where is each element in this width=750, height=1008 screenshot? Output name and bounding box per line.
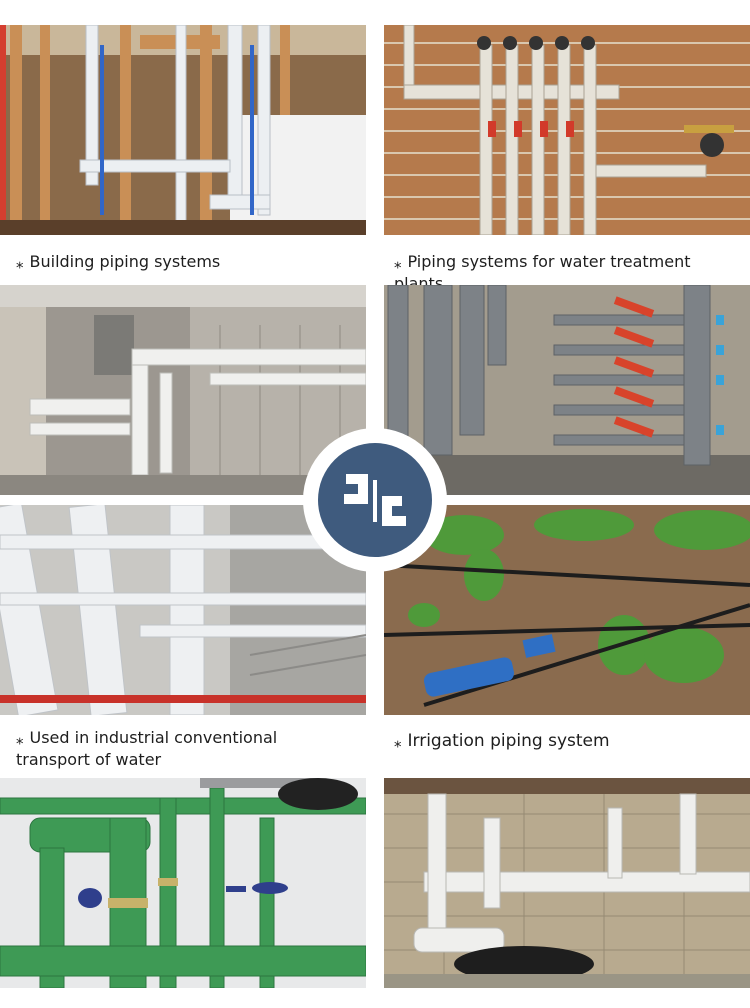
bullet-star: ⁎: [394, 254, 402, 272]
bullet-star: ⁎: [16, 730, 24, 748]
photo-industrial-ceiling-pipes: [0, 505, 366, 715]
photo-building-piping: [0, 25, 366, 235]
caption-irrigation: ⁎Irrigation piping system: [394, 731, 610, 751]
bullet-star: ⁎: [394, 733, 402, 751]
photo-green-ppr-pipes: [0, 778, 366, 988]
pipe-coupling-icon: [344, 474, 406, 526]
photo-basement-drain-pipes: [384, 778, 750, 988]
photo-water-treatment-manifold: [384, 25, 750, 235]
logo-badge: [303, 428, 447, 572]
caption-building-piping: ⁎Building piping systems: [16, 252, 221, 272]
photo-irrigation-field: [384, 505, 750, 715]
logo-badge-inner: [318, 443, 432, 557]
caption-industrial-transport: ⁎Used in industrial conventional transpo…: [16, 728, 278, 769]
bullet-star: ⁎: [16, 254, 24, 272]
photo-basement-pvc: [0, 285, 366, 495]
photo-grey-pvc-valves: [384, 285, 750, 495]
